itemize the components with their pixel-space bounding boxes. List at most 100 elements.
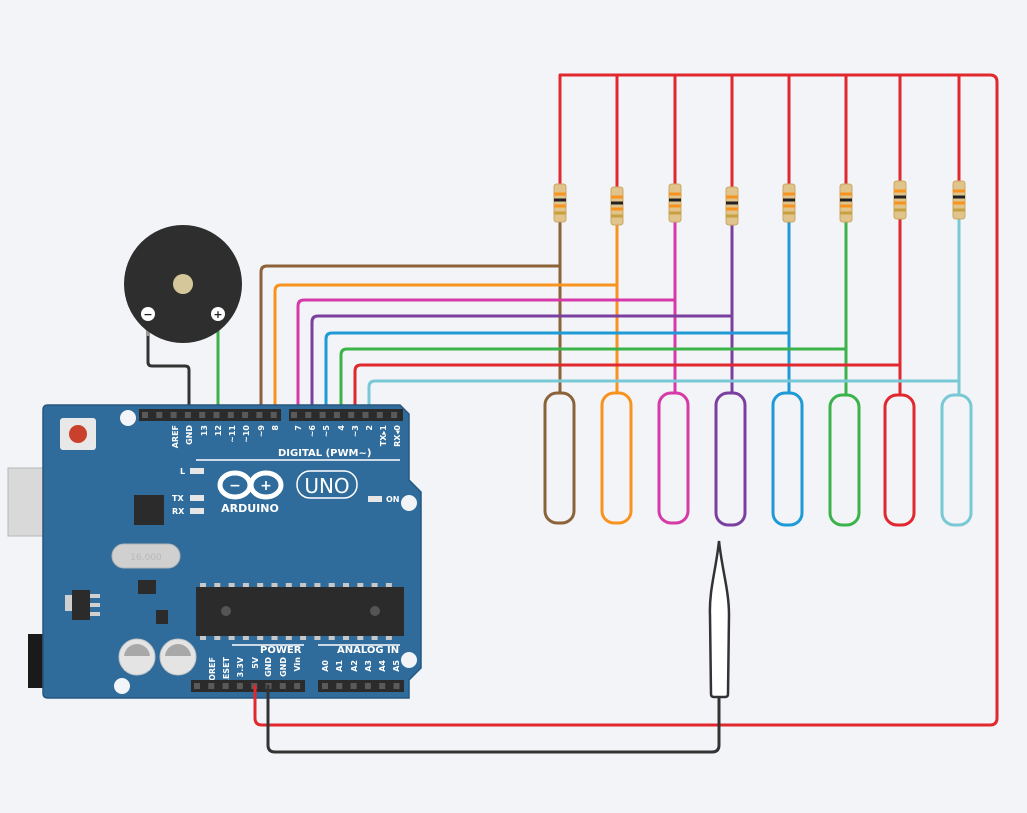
power-pin-label: 3.3V bbox=[236, 656, 245, 677]
model-badge bbox=[296, 470, 358, 499]
usb-chip bbox=[134, 495, 164, 525]
digital-pin-label: GND bbox=[185, 425, 194, 445]
analog-pin-label: A5 bbox=[392, 660, 401, 672]
digital-pin-label: ~10 bbox=[242, 425, 251, 443]
rx-led bbox=[190, 508, 204, 514]
resistor-array bbox=[553, 180, 966, 226]
touch-probe[interactable] bbox=[708, 540, 731, 699]
signal-wire-green[interactable] bbox=[339, 220, 848, 417]
analog-pin-label: A3 bbox=[364, 660, 373, 672]
digital-label: DIGITAL (PWM~) bbox=[278, 448, 371, 459]
capacitor-left bbox=[118, 638, 156, 676]
touch-pad-7[interactable] bbox=[883, 393, 916, 527]
digital-pin-label: ~5 bbox=[322, 425, 331, 438]
digital-pin-label: 13 bbox=[200, 425, 209, 436]
digital-pin-label: 12 bbox=[214, 425, 223, 436]
regulator-pin bbox=[90, 594, 100, 598]
power-pin-label: IOREF bbox=[208, 657, 217, 684]
smd-component bbox=[138, 580, 156, 594]
digital-pin-label: ~9 bbox=[257, 425, 266, 438]
touch-pad-6[interactable] bbox=[828, 393, 861, 527]
regulator-pin bbox=[90, 603, 100, 607]
resistor-3[interactable] bbox=[668, 183, 682, 223]
microcontroller-chip bbox=[196, 583, 404, 640]
voltage-regulator-tab bbox=[65, 595, 72, 611]
touch-pad-2[interactable] bbox=[600, 391, 633, 525]
power-header bbox=[191, 680, 305, 692]
mounting-hole bbox=[120, 410, 136, 426]
analog-pin-label: A4 bbox=[378, 660, 387, 672]
digital-pin-label: AREF bbox=[171, 425, 180, 448]
buzzer-plus-marker bbox=[211, 307, 225, 321]
resistor-1[interactable] bbox=[553, 183, 567, 223]
buzzer-hole bbox=[173, 274, 193, 294]
power-pin-label: GND bbox=[279, 657, 288, 677]
wires-layer bbox=[146, 73, 999, 754]
power-analog-pin-holes bbox=[194, 683, 400, 689]
tx-led bbox=[190, 495, 204, 501]
buzzer-plus-label: + bbox=[213, 308, 222, 321]
signal-wire-blue[interactable] bbox=[324, 220, 791, 417]
digital-pin-label: RX◂0 bbox=[393, 425, 402, 447]
logo-minus: − bbox=[229, 478, 241, 494]
power-label: POWER bbox=[260, 645, 302, 656]
resistor-5[interactable] bbox=[782, 183, 796, 223]
mounting-hole bbox=[401, 495, 417, 511]
red-power-bus-wire[interactable] bbox=[253, 73, 999, 727]
digital-header-right bbox=[289, 409, 403, 421]
wire-endpoints bbox=[253, 684, 270, 702]
power-pin-label: RESET bbox=[222, 656, 231, 685]
digital-pin-label: ~3 bbox=[351, 425, 360, 437]
touch-pad-1[interactable] bbox=[543, 391, 576, 525]
analog-header bbox=[318, 680, 404, 692]
resistor-6[interactable] bbox=[839, 183, 853, 223]
signal-wire-brown[interactable] bbox=[259, 220, 562, 417]
reset-button-icon[interactable] bbox=[60, 418, 96, 450]
touch-pad-8[interactable] bbox=[940, 393, 973, 527]
signal-wire-red[interactable] bbox=[353, 216, 902, 417]
buzzer-ground-wire[interactable] bbox=[146, 330, 191, 417]
signal-wire-purple[interactable] bbox=[310, 223, 734, 417]
on-led-label: ON bbox=[386, 495, 400, 504]
mounting-hole bbox=[401, 652, 417, 668]
digital-pin-holes bbox=[142, 412, 398, 418]
probe-body bbox=[708, 540, 731, 699]
digital-pin-label: 8 bbox=[271, 425, 280, 431]
brand-label: ARDUINO bbox=[221, 502, 279, 515]
model-label: UNO bbox=[304, 474, 349, 498]
analog-pin-label: A1 bbox=[335, 660, 344, 672]
power-pin-label: 5V bbox=[251, 656, 260, 669]
smd-component bbox=[156, 610, 168, 624]
voltage-regulator bbox=[72, 590, 90, 620]
buzzer-minus-marker bbox=[141, 307, 155, 321]
resistor-2[interactable] bbox=[610, 186, 624, 226]
signal-wire-lightblue[interactable] bbox=[367, 216, 961, 417]
analog-pin-label: A0 bbox=[321, 660, 330, 672]
resistor-4[interactable] bbox=[725, 186, 739, 226]
digital-pin-label: TX▸1 bbox=[379, 425, 388, 447]
l-led-label: L bbox=[180, 467, 185, 476]
analog-pin-label: A2 bbox=[350, 660, 359, 672]
touch-pad-4[interactable] bbox=[714, 391, 747, 527]
ground-probe-wire[interactable] bbox=[266, 684, 721, 754]
piezo-buzzer[interactable]: − + bbox=[124, 225, 242, 343]
resistor-8[interactable] bbox=[952, 180, 966, 220]
resistor-7[interactable] bbox=[893, 180, 907, 220]
analog-label: ANALOG IN bbox=[337, 645, 399, 656]
capacitor-right bbox=[159, 638, 197, 676]
l-led bbox=[190, 468, 204, 474]
crystal-label: 16.000 bbox=[130, 553, 162, 563]
regulator-pin bbox=[90, 612, 100, 616]
crystal bbox=[111, 543, 181, 569]
on-led bbox=[368, 496, 382, 502]
touch-pad-5[interactable] bbox=[771, 391, 804, 527]
touch-pad-3[interactable] bbox=[657, 391, 690, 525]
logo-plus: + bbox=[260, 478, 272, 494]
digital-pin-label: 7 bbox=[294, 425, 303, 431]
power-jack-front bbox=[28, 634, 44, 688]
signal-wire-orange[interactable] bbox=[273, 223, 619, 417]
